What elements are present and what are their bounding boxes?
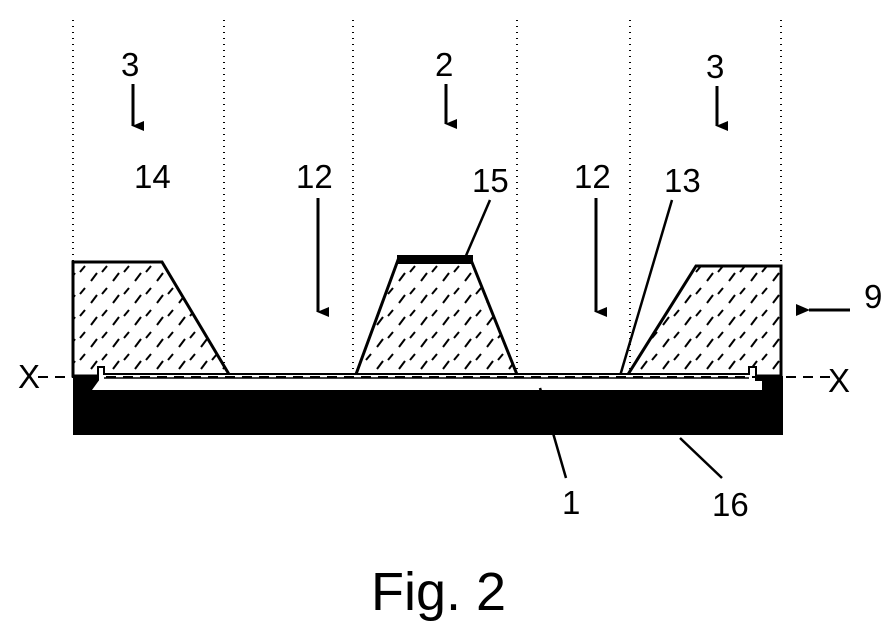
figure-caption: Fig. 2	[371, 562, 506, 622]
label-part-15: 15	[472, 162, 509, 199]
label-part-12-left: 12	[296, 158, 333, 195]
label-part-14: 14	[134, 158, 171, 195]
block-14	[73, 262, 230, 376]
label-part-9: 9	[864, 278, 882, 315]
label-beam-left: 3	[121, 46, 139, 83]
label-beam-right: 3	[706, 48, 724, 85]
label-part-16: 16	[712, 486, 749, 523]
label-part-12-right: 12	[574, 158, 611, 195]
label-part-13: 13	[664, 162, 701, 199]
layer-15	[397, 255, 473, 264]
leader-part-15	[465, 200, 490, 258]
leader-part-16	[680, 438, 722, 478]
block-right	[627, 266, 781, 376]
label-beam-center: 2	[435, 46, 453, 83]
block-center	[355, 260, 518, 377]
label-axis-right: X	[828, 362, 850, 399]
label-part-1: 1	[562, 484, 580, 521]
label-axis-left: X	[18, 358, 40, 395]
